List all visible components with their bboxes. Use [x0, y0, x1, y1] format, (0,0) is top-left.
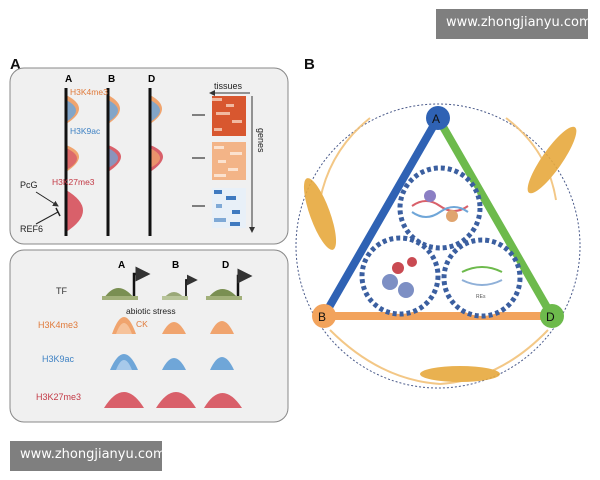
gear-label-res: REs [476, 294, 486, 300]
label-ref6: REF6 [20, 224, 43, 234]
vertex-b-label: B [318, 310, 326, 324]
bottom-h3k4me3-peaks [112, 317, 234, 334]
ref6-inhibit [35, 211, 59, 225]
label-pcg: PcG [20, 180, 38, 190]
vertex-a [426, 106, 450, 130]
bottom-h3k27me3-peaks [104, 392, 242, 408]
top-peaks-col-a [66, 95, 83, 232]
ref6-bar [55, 207, 61, 217]
label-h3k4me3: H3K4me3 [70, 87, 108, 97]
label-h3k9ac: H3K9ac [70, 126, 101, 136]
top-peaks-col-d [150, 95, 163, 172]
heatmap-h3k4me3 [212, 96, 246, 136]
gear-top [397, 165, 483, 251]
edge-a-b [320, 116, 442, 318]
top-peaks-col-b [108, 95, 121, 172]
label-abiotic-stress: abiotic stress [126, 306, 176, 316]
tf-d [206, 268, 253, 300]
pcg-arrow [35, 191, 59, 207]
watermark-top: www.zhongjianyu.com [436, 9, 592, 39]
label-ck: CK [136, 319, 148, 329]
row-tf: TF [56, 286, 67, 296]
top-col-b: B [108, 74, 115, 85]
vertex-a-label: A [432, 112, 440, 126]
bottom-col-b: B [172, 260, 179, 271]
tf-b [162, 274, 198, 300]
row-h3k27me3: H3K27me3 [36, 392, 81, 402]
gear-right: REs [441, 237, 523, 319]
bottom-col-a: A [118, 260, 125, 271]
axis-tissues: tissues [214, 81, 243, 91]
wheat-decoration [303, 117, 577, 385]
watermark-bottom: www.zhongjianyu.com [10, 441, 166, 471]
bottom-col-d: D [222, 260, 229, 271]
edge-a-d [434, 116, 556, 318]
bottom-h3k9ac-peaks [110, 354, 234, 370]
panel-a-letter: A [10, 56, 21, 73]
tf-a [102, 266, 151, 300]
top-col-d: D [148, 74, 155, 85]
row-h3k4me3: H3K4me3 [38, 320, 78, 330]
vertex-d-label: D [546, 310, 555, 324]
heatmap-h3k9ac [212, 142, 246, 180]
label-h3k27me3: H3K27me3 [52, 177, 95, 187]
top-col-a: A [65, 74, 72, 85]
vertex-b [312, 304, 336, 328]
heatmap-h3k27me3 [212, 188, 246, 228]
panel-b-letter: B [304, 56, 315, 73]
row-h3k9ac: H3K9ac [42, 354, 75, 364]
gear-left [359, 235, 441, 317]
axis-genes: genes [256, 128, 266, 153]
vertex-d [540, 304, 564, 328]
